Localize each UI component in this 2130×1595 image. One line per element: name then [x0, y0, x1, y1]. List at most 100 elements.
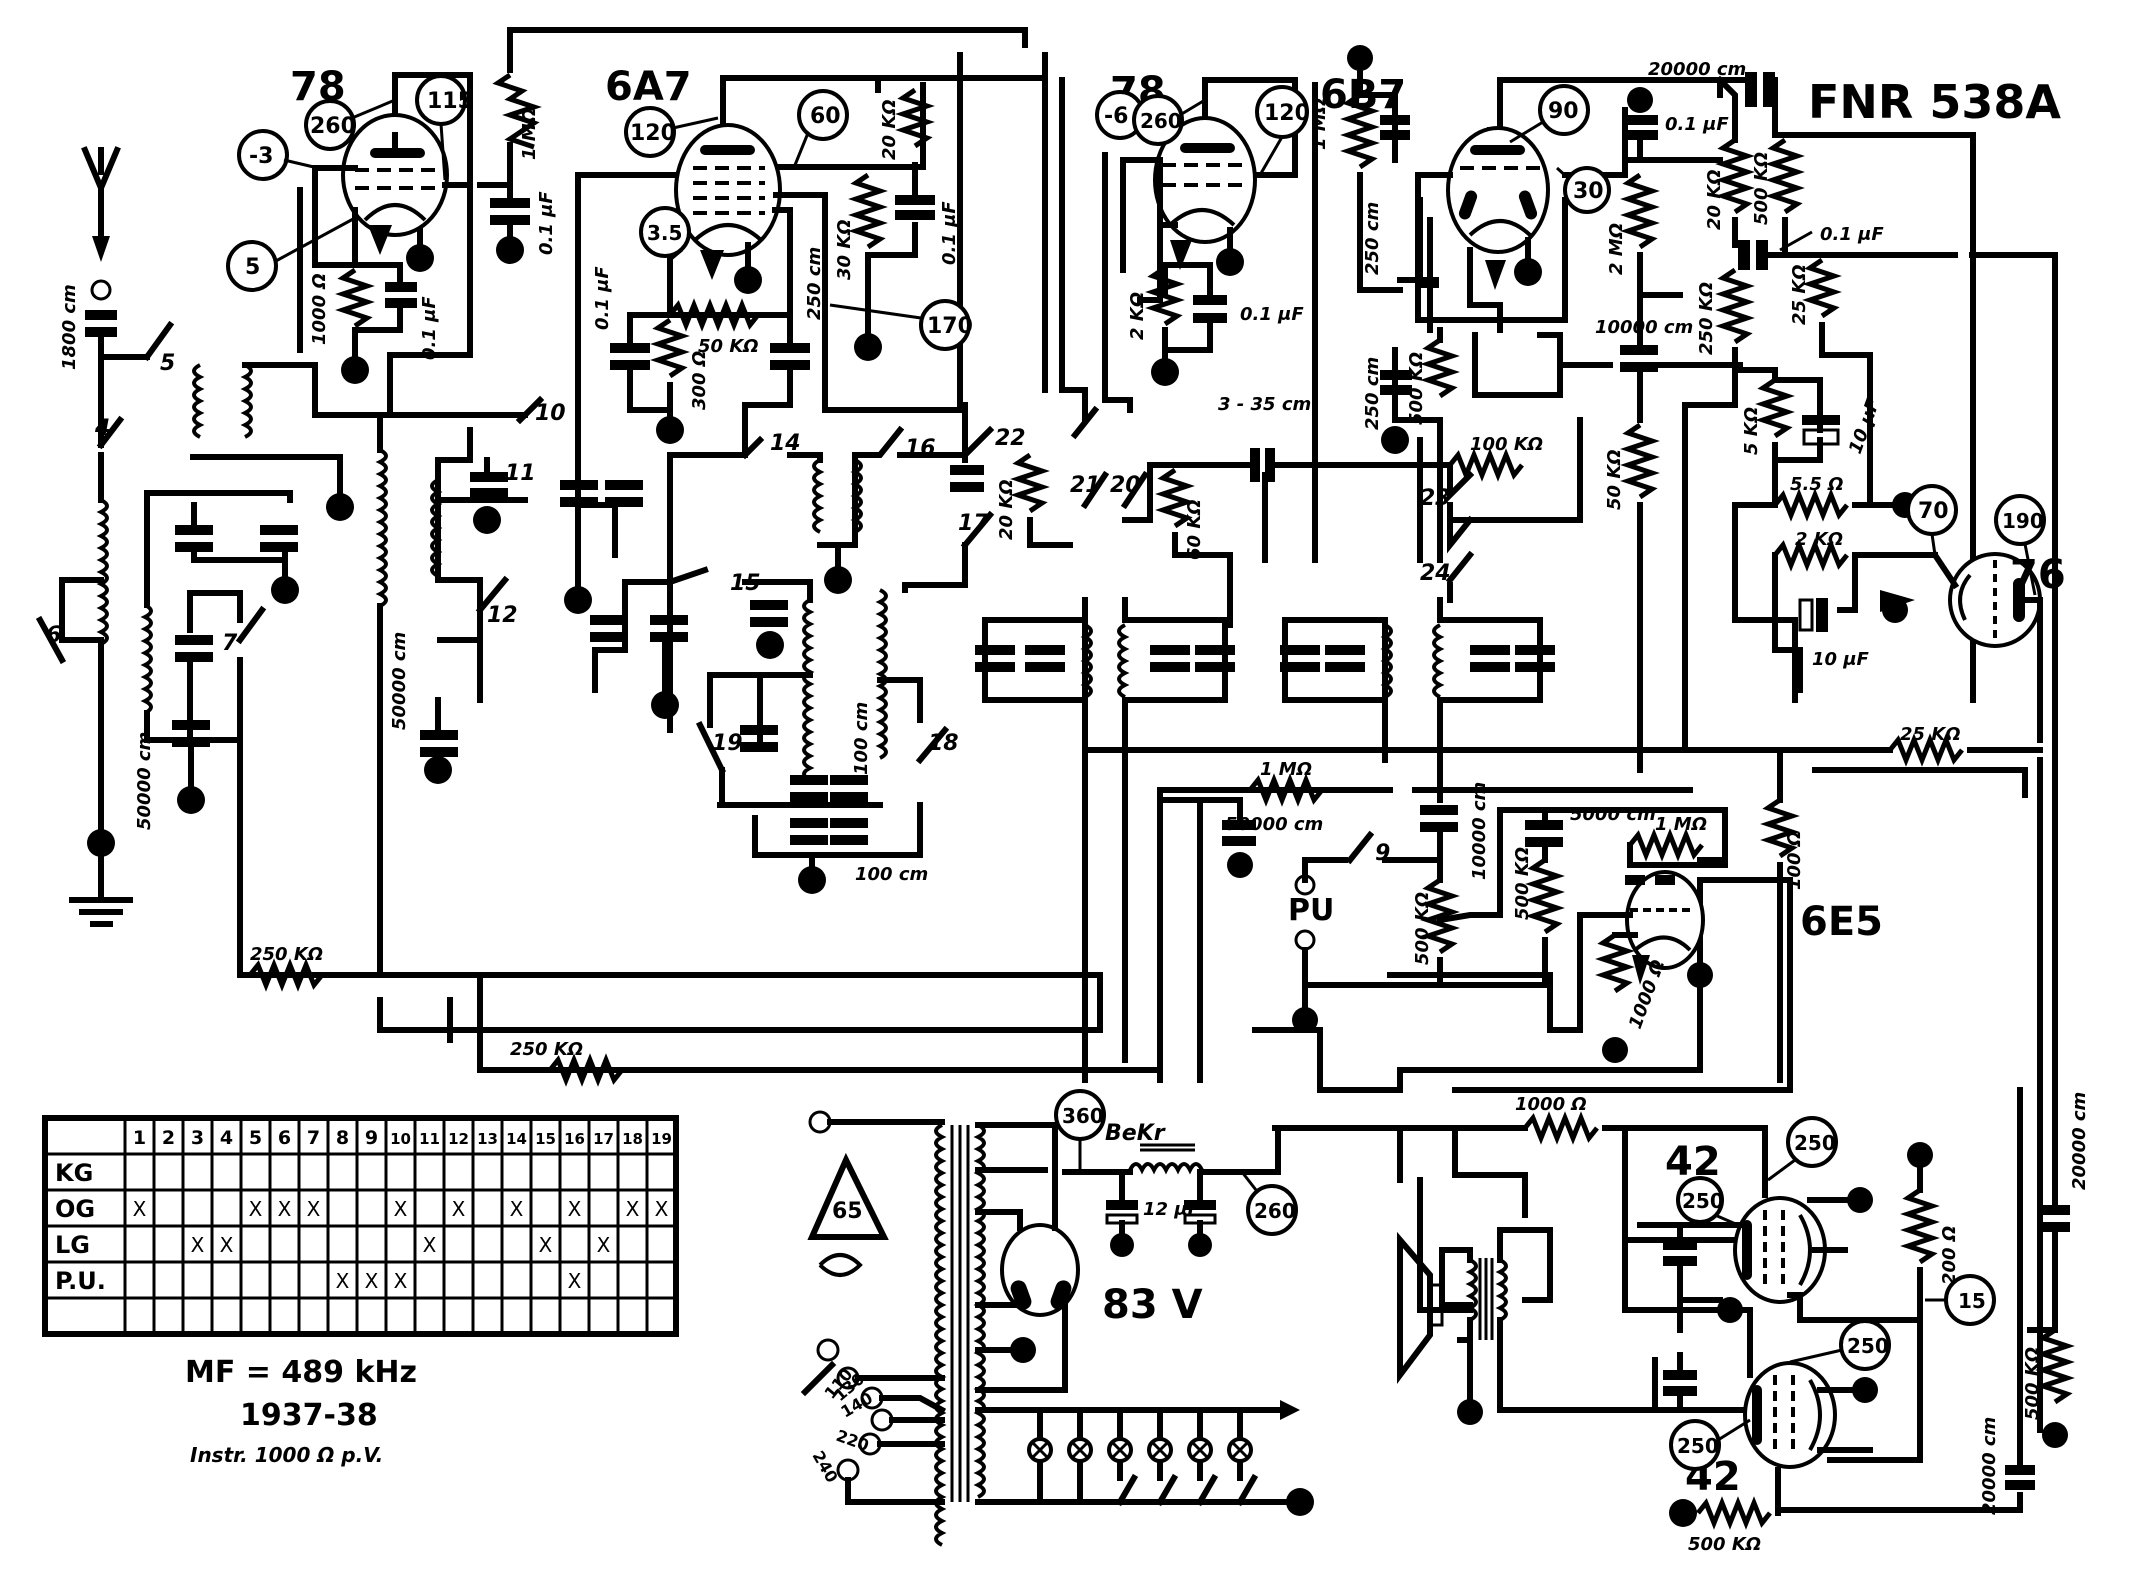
tube-label: 6E5 [1800, 899, 1883, 945]
table-row-label: P.U. [55, 1267, 106, 1295]
pickup-terminal [1294, 929, 1316, 951]
ground-node [177, 786, 205, 814]
voltage-bubble: 90 [1548, 99, 1579, 124]
power-supply: 65 110 130 140 220 240 83 V 360 BeKr [800, 1089, 1403, 1547]
pilot-lamp-icons [1027, 1407, 1259, 1507]
antenna-terminal [90, 279, 112, 301]
table-mark: X [597, 1233, 611, 1257]
cap-label: 100 cm [851, 702, 872, 775]
tube-6a7-converter: 6A7 50 KΩ 300 Ω 0.1 μF 250 cm 30 KΩ 0.1 … [575, 52, 1048, 593]
detector-coupling: 3 - 35 cm 60 KΩ 100 KΩ 23 24 [1122, 394, 1583, 628]
table-mark: X [452, 1197, 466, 1221]
cap-label: 20000 cm [2069, 1092, 2090, 1190]
tube-6b7-detector: 6B7 250 cm 90 30 0.1 μF 2 MΩ 25 [1320, 45, 1729, 563]
resistor-label: 50 KΩ [698, 336, 759, 357]
pickup-terminal [1294, 874, 1316, 896]
resistor-label: 300 Ω [689, 351, 710, 410]
switch-12-label: 12 [487, 603, 518, 628]
voltage-bubble: 5 [245, 255, 260, 280]
antenna-icon [81, 146, 121, 262]
cap-label: 10 μF [1845, 395, 1884, 456]
output-stage: 1000 Ω 42 250 250 42 250 250 [1392, 1087, 2090, 1555]
cap-label: 50000 cm [1225, 814, 1323, 835]
tube-label: 76 [2010, 552, 2066, 598]
voltage-bubble: 250 [1847, 1334, 1889, 1358]
switch-18-label: 18 [928, 731, 959, 756]
ac-symbol-icon [818, 1253, 863, 1277]
switch-19-label: 19 [712, 731, 743, 756]
resistor-label: 25 KΩ [1789, 264, 1810, 325]
table-col-header: 18 [622, 1130, 643, 1148]
resistor-label: 250 KΩ [1696, 282, 1717, 355]
resistor-label: 500 KΩ [1406, 352, 1427, 425]
switch-22-label: 22 [995, 426, 1026, 451]
cap-label: 0.1 μF [1665, 114, 1729, 135]
voltage-bubble: 30 [1573, 179, 1604, 204]
resistor-label: 5 KΩ [1741, 407, 1762, 455]
table-col-header: 19 [651, 1130, 672, 1148]
table-col-header: 12 [448, 1130, 469, 1148]
switch-14-label: 14 [770, 431, 801, 456]
table-col-header: 13 [477, 1130, 498, 1148]
resistor-label: 2 MΩ [1606, 223, 1627, 275]
cap-label: 250 cm [1362, 357, 1383, 430]
switch-24-label: 24 [1420, 561, 1451, 586]
lamp-switch [1195, 1473, 1219, 1507]
year-note: 1937-38 [240, 1398, 378, 1433]
resistor-label: 100 Ω [1784, 831, 1805, 890]
table-mark: X [133, 1197, 147, 1221]
resistor-label: 1000 Ω [1625, 957, 1669, 1032]
resistor-label: 2 KΩ [1795, 529, 1843, 550]
table-col-header: 10 [390, 1130, 411, 1148]
tube-78-rf: 78 1000 Ω 0.1 μF 260 115 -3 5 [226, 64, 473, 413]
tube-label: 6A7 [605, 64, 692, 110]
table-row-label: LG [55, 1231, 90, 1259]
resistor-label: 500 KΩ [1512, 847, 1533, 920]
resistor-label: 200 Ω [1939, 1226, 1960, 1285]
table-mark: X [568, 1197, 582, 1221]
resistor-label: 1 MΩ [1655, 814, 1707, 835]
voltage-bubble: -3 [249, 144, 273, 169]
lamp-switch [1235, 1473, 1259, 1507]
table-col-header: 1 [133, 1127, 146, 1149]
resistor-label: 1 MΩ [1309, 98, 1330, 150]
table-col-header: 15 [535, 1130, 556, 1148]
tube-78-if: 78 2 KΩ 0.1 μF 1 MΩ -6 260 120 21 20 [1042, 52, 1330, 563]
table-mark: X [336, 1269, 350, 1293]
cap-label: 250 cm [804, 247, 825, 320]
cap-label: 10000 cm [1595, 317, 1693, 338]
cap-label: 0.1 μF [419, 296, 440, 360]
resistor-label: 20 KΩ [1704, 169, 1725, 230]
antenna-coil [96, 498, 109, 646]
plate-decoupling-1: 1 MΩ 0.1 μF 10 [477, 27, 1028, 426]
voltage-bubble: 3.5 [647, 221, 682, 245]
mains-tap-label: 220 [834, 1426, 872, 1455]
table-col-header: 9 [365, 1127, 378, 1149]
table-mark: X [394, 1197, 408, 1221]
resistor-label: 1 MΩ [519, 108, 540, 160]
fuse-label: 65 [832, 1199, 863, 1224]
lamp-switch [1155, 1473, 1179, 1507]
avc-resistors: 250 KΩ 250 KΩ [248, 944, 624, 1087]
table-mark: X [626, 1197, 640, 1221]
voltage-bubble: 70 [1918, 499, 1949, 524]
lamp-switch [1115, 1473, 1139, 1507]
voltage-bubble: 360 [1062, 1104, 1104, 1128]
resistor-label: 100 KΩ [1470, 434, 1543, 455]
table-mark: X [510, 1197, 524, 1221]
table-row-label: OG [55, 1195, 95, 1223]
cap-label: 250 cm [1362, 202, 1383, 275]
oscillator-section: 12 11 50000 cm 14 16 22 17 20 KΩ 15 [375, 402, 1073, 978]
tube-label: 83 V [1102, 1282, 1203, 1328]
resistor-label: 500 KΩ [1688, 1534, 1761, 1555]
resistor-label: 250 KΩ [510, 1039, 583, 1060]
resistor-label: 1000 Ω [309, 273, 330, 345]
cap-label: 10 μF [1812, 649, 1870, 670]
table-col-header: 2 [162, 1127, 175, 1149]
table-mark: X [307, 1197, 321, 1221]
cap-label: 0.1 μF [592, 266, 613, 330]
voltage-bubble: 120 [1264, 101, 1310, 126]
table-col-header: 11 [419, 1130, 440, 1148]
